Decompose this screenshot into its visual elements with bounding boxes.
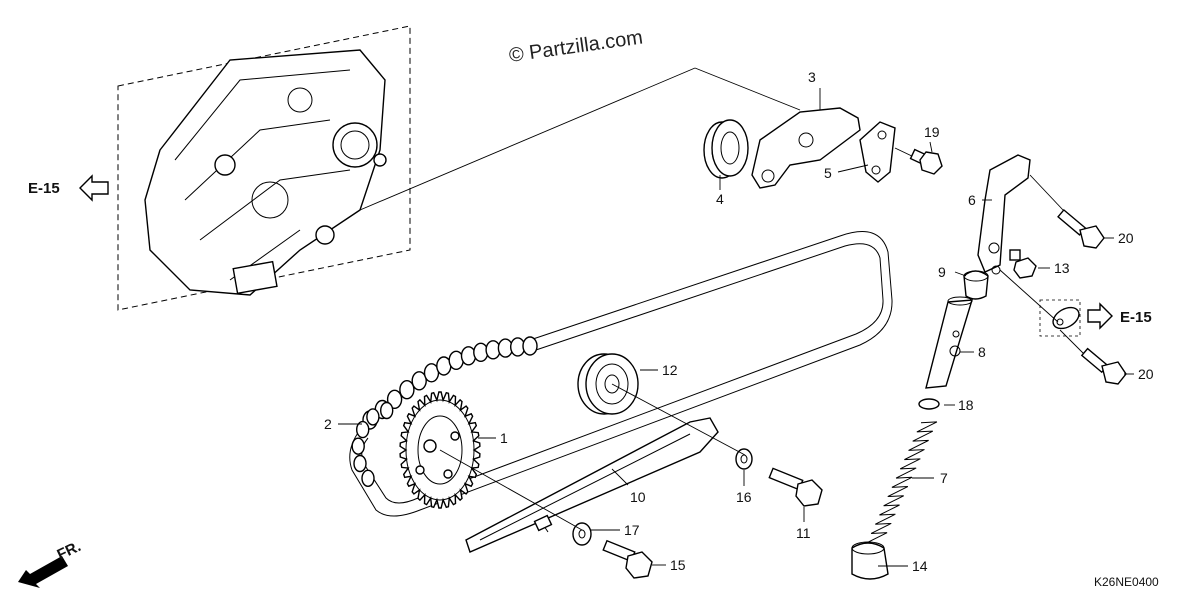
- ref-left-group[interactable]: E-15: [28, 174, 109, 202]
- arrow-right-icon: [1087, 302, 1113, 330]
- callout-13: 13: [1054, 260, 1070, 276]
- crankcase-assembly[interactable]: [117, 25, 411, 311]
- callout-10: 10: [630, 489, 646, 505]
- callout-11: 11: [796, 525, 811, 541]
- callout-7: 7: [940, 470, 948, 486]
- part-10-guide[interactable]: [465, 417, 719, 553]
- ref-right-group[interactable]: E-15: [1087, 302, 1152, 330]
- part-14-cap[interactable]: [851, 541, 889, 580]
- callout-14: 14: [912, 558, 928, 574]
- part-5-plate[interactable]: [859, 121, 896, 183]
- gasket-plate[interactable]: [1039, 299, 1083, 337]
- part-11-bolt[interactable]: [768, 467, 823, 507]
- chain-link: [380, 401, 394, 420]
- front-label: FR.: [55, 538, 84, 564]
- chain-link: [366, 408, 380, 426]
- part-12-roller[interactable]: [577, 353, 639, 415]
- part-20-bolt-top[interactable]: [1029, 174, 1105, 249]
- leader-crankcase-b: [694, 67, 801, 111]
- callout-3: 3: [808, 69, 816, 85]
- callout-20-top: 20: [1118, 230, 1134, 246]
- callout-18: 18: [958, 397, 974, 413]
- callout-4: 4: [716, 191, 724, 207]
- front-direction-group[interactable]: FR.: [18, 538, 84, 588]
- callout-17: 17: [624, 522, 640, 538]
- callout-9: 9: [938, 264, 946, 280]
- chain-link: [353, 454, 367, 473]
- leader-bracket: [999, 269, 1059, 323]
- callout-2: 2: [324, 416, 332, 432]
- part-4-grommet[interactable]: [703, 119, 749, 179]
- chain-link: [460, 346, 477, 366]
- callout-16: 16: [736, 489, 752, 505]
- ref-left-label: E-15: [28, 180, 60, 197]
- chain-link: [411, 371, 427, 391]
- ref-right-label: E-15: [1120, 309, 1152, 326]
- part-8-pushrod[interactable]: [925, 296, 973, 389]
- part-18-oring[interactable]: [918, 398, 940, 410]
- crankcase-outline: [144, 49, 386, 296]
- chain-link: [351, 437, 365, 455]
- part-15-bolt[interactable]: [602, 539, 653, 579]
- chain-link: [386, 389, 403, 409]
- crankcase-dashed-frame: [117, 25, 411, 311]
- callout-5: 5: [824, 165, 832, 181]
- front-arrow-icon: [18, 556, 68, 588]
- diagram-code: K26NE0400: [1094, 575, 1159, 589]
- callout-20-bottom: 20: [1138, 366, 1154, 382]
- chain-link: [399, 380, 415, 400]
- part-13-bolt[interactable]: [1009, 249, 1037, 279]
- chain-links: [351, 336, 538, 487]
- callout-labels: 1 2 3 4 5 6 7 8 9 10 11 12 13 14 15 16 1…: [324, 69, 1154, 574]
- part-20-bolt-bottom[interactable]: [1059, 329, 1127, 385]
- part-19-bolt[interactable]: [894, 147, 943, 175]
- watermark-text: © Partzilla.com: [508, 26, 645, 67]
- part-6-bracket[interactable]: [977, 154, 1031, 275]
- chain-link: [356, 420, 370, 439]
- chain-link: [361, 469, 375, 487]
- part-17-washer[interactable]: [572, 522, 592, 546]
- callout-8: 8: [978, 344, 986, 360]
- callout-6: 6: [968, 192, 976, 208]
- part-16-washer[interactable]: [735, 448, 753, 470]
- leader-crankcase-a: [359, 67, 696, 211]
- chain-link: [522, 336, 538, 356]
- callout-19: 19: [924, 124, 940, 140]
- leader-lines: [338, 88, 1134, 567]
- callout-1: 1: [500, 430, 508, 446]
- callout-15: 15: [670, 557, 686, 573]
- part-3-bracket[interactable]: [751, 107, 861, 189]
- arrow-left-icon: [79, 174, 109, 202]
- part-7-spring[interactable]: [866, 421, 938, 544]
- part-9-cap[interactable]: [963, 270, 989, 300]
- callout-12: 12: [662, 362, 678, 378]
